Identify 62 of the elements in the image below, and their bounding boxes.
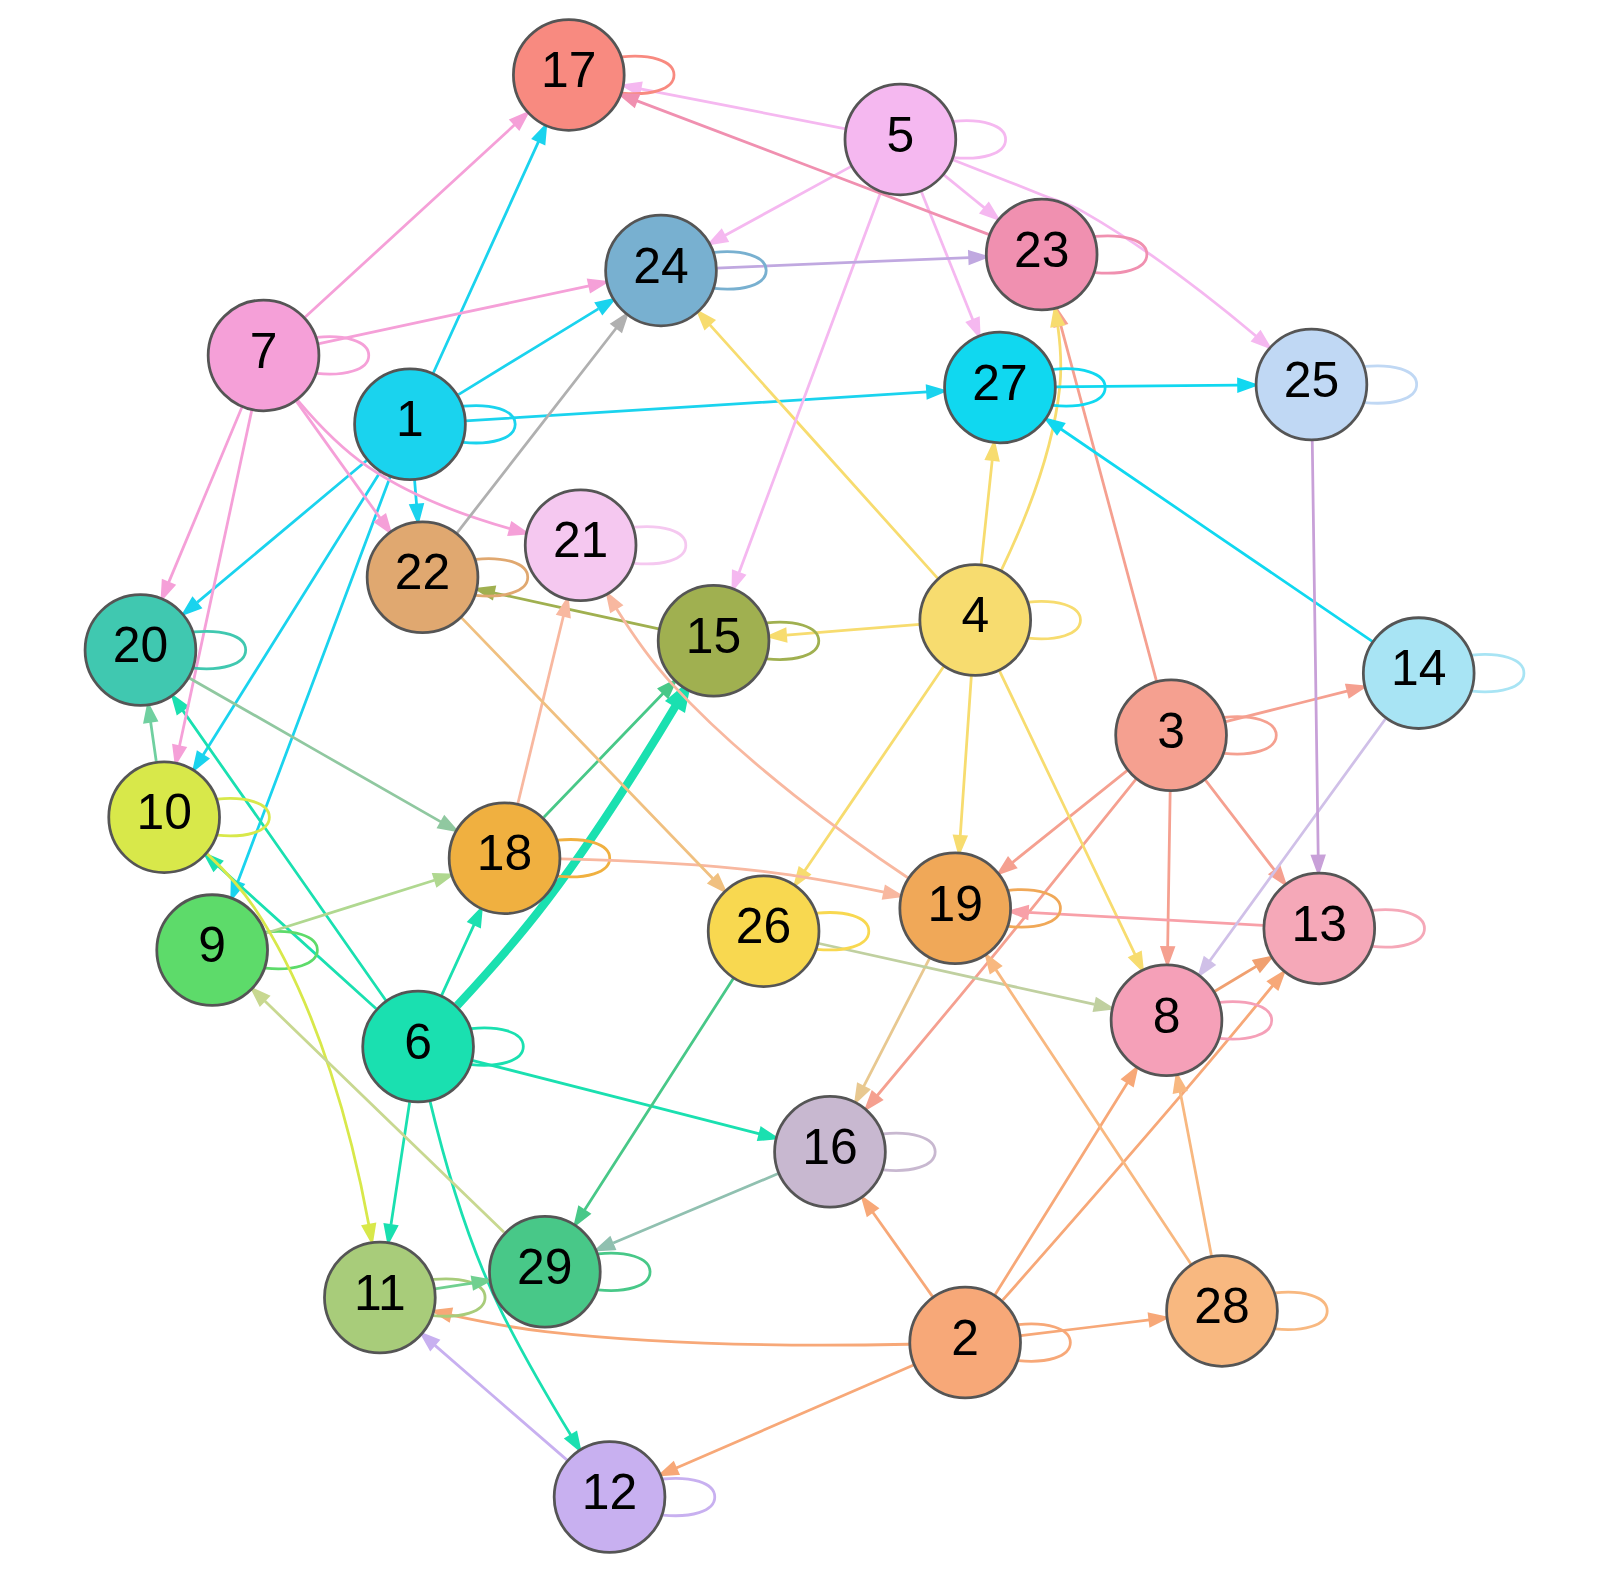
connector — [432, 1277, 486, 1318]
node-circle: 19 — [897, 851, 1012, 966]
node-circle: 7 — [206, 298, 320, 413]
connector — [1017, 1322, 1072, 1363]
node-circle: 12 — [552, 1440, 666, 1554]
connector — [1274, 1290, 1329, 1331]
connector — [816, 911, 870, 952]
connector — [882, 1131, 937, 1172]
connector — [1052, 367, 1107, 408]
connector — [597, 1251, 651, 1292]
connector — [633, 525, 687, 566]
connector — [557, 838, 611, 879]
arrow — [862, 778, 1137, 1112]
node-circle: 10 — [106, 760, 221, 874]
connector — [1027, 600, 1082, 641]
arrow — [995, 769, 1128, 876]
connector — [470, 1026, 525, 1067]
arrow — [983, 951, 1193, 1266]
connector — [766, 620, 820, 661]
node-circle: 27 — [942, 330, 1057, 445]
connector — [1371, 908, 1426, 949]
node-circle: 1 — [352, 367, 467, 481]
node-circle: 18 — [447, 801, 561, 915]
connector — [1223, 715, 1278, 756]
connector — [462, 404, 517, 445]
node-circle: 21 — [523, 488, 637, 602]
node-circle: 29 — [487, 1215, 602, 1329]
node-circle: 3 — [1113, 678, 1228, 793]
node-circle: 16 — [772, 1095, 887, 1209]
node-circle: 22 — [365, 520, 479, 635]
connector — [264, 930, 319, 971]
arrow — [303, 110, 530, 319]
connector — [713, 250, 768, 291]
arrow — [951, 158, 1272, 350]
node-circle: 2 — [907, 1285, 1022, 1400]
connector — [1471, 653, 1525, 694]
connector — [216, 797, 271, 838]
node-circle: 20 — [83, 593, 197, 707]
node-circle: 24 — [603, 213, 718, 328]
node-circle: 4 — [918, 563, 1032, 677]
node-circle: 11 — [322, 1240, 437, 1355]
connector — [192, 630, 247, 671]
node-circle: 5 — [843, 82, 957, 197]
node-circle: 6 — [360, 989, 475, 1104]
arrow — [942, 173, 1001, 222]
arrow — [453, 678, 692, 1009]
connector — [952, 119, 1007, 160]
connector — [1363, 364, 1418, 405]
node-circle: 17 — [511, 18, 626, 132]
connector — [1218, 1000, 1273, 1041]
connector — [1094, 234, 1148, 275]
connector — [1007, 888, 1062, 929]
node-circle: 8 — [1109, 963, 1223, 1078]
connector — [662, 1477, 716, 1518]
node-circle: 25 — [1254, 327, 1368, 442]
node-circle: 23 — [984, 197, 1098, 312]
node-circle: 14 — [1361, 616, 1475, 730]
connector — [316, 335, 370, 376]
node-circle: 28 — [1164, 1254, 1279, 1368]
arrow — [455, 311, 629, 535]
connector — [474, 557, 529, 598]
node-circle: 13 — [1262, 871, 1376, 986]
